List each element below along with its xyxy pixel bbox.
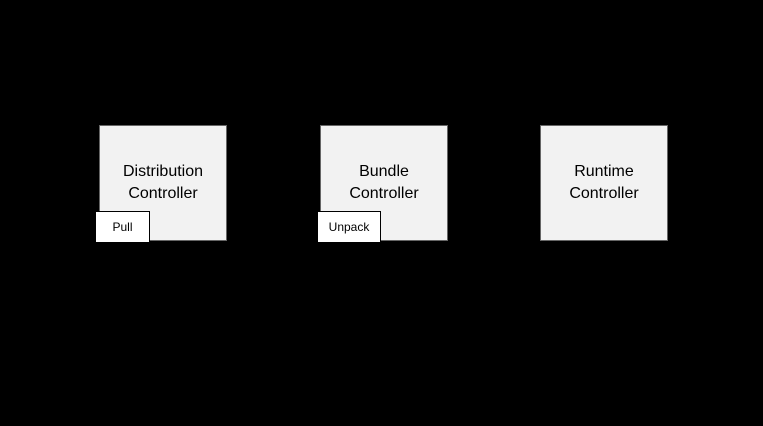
pull-subbox: Pull (95, 211, 150, 243)
runtime-controller-box: Runtime Controller (540, 125, 668, 241)
pull-subbox-label: Pull (112, 220, 133, 234)
unpack-subbox: Unpack (317, 211, 381, 243)
unpack-subbox-label: Unpack (328, 220, 370, 234)
runtime-controller-label: Runtime Controller (569, 163, 639, 202)
bundle-controller-label: Bundle Controller (349, 163, 419, 202)
distribution-controller-label: Distribution Controller (122, 163, 204, 202)
